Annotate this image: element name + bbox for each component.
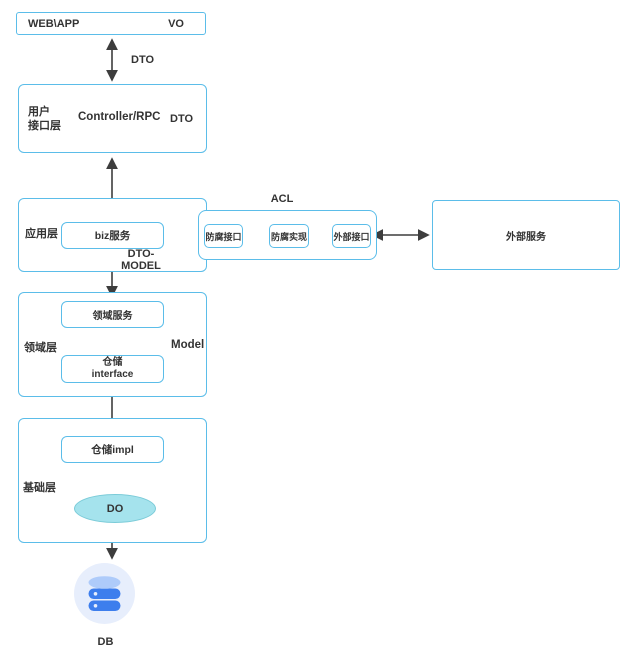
web-app-label: WEB\APP — [28, 17, 80, 30]
acl-anticorruption-interface-box: 防腐接口 — [204, 224, 243, 248]
db-label: DB — [97, 636, 114, 648]
domain-service-box: 领域服务 — [61, 301, 164, 328]
domain-layer-box: 领域层 领域服务 仓储 interface Model — [18, 292, 207, 397]
database-icon — [88, 576, 121, 611]
domain-layer-name: 领域层 — [24, 342, 57, 354]
dto-model-label: DTO- MODEL — [121, 248, 161, 273]
ui-dto-label: DTO — [170, 113, 194, 125]
acl-label: ACL — [270, 193, 294, 205]
infra-layer-box: 基础层 仓储impl DO — [18, 418, 207, 543]
controller-rpc-label: Controller/RPC — [78, 111, 161, 123]
do-ellipse: DO — [74, 494, 156, 523]
app-layer-name: 应用层 — [25, 228, 58, 240]
vo-label: VO — [168, 17, 184, 30]
external-service-box: 外部服务 — [432, 200, 620, 270]
web-app-box: WEB\APP VO — [16, 12, 206, 35]
acl-box: 防腐接口 防腐实现 外部接口 — [198, 210, 377, 260]
acl-anticorruption-impl-box: 防腐实现 — [269, 224, 309, 248]
ui-layer-box: 用户 接口层 Controller/RPC DTO — [18, 84, 207, 153]
model-label: Model — [171, 339, 205, 351]
dto-arrow-label: DTO — [131, 54, 155, 66]
app-layer-box: 应用层 biz服务 DTO- MODEL — [18, 198, 207, 272]
acl-external-interface-box: 外部接口 — [332, 224, 371, 248]
db-circle — [74, 563, 135, 624]
biz-service-box: biz服务 — [61, 222, 164, 249]
infra-layer-name: 基础层 — [23, 482, 56, 494]
repository-impl-box: 仓储impl — [61, 436, 164, 463]
repository-interface-box: 仓储 interface — [61, 355, 164, 383]
ui-layer-name: 用户 接口层 — [28, 106, 61, 132]
